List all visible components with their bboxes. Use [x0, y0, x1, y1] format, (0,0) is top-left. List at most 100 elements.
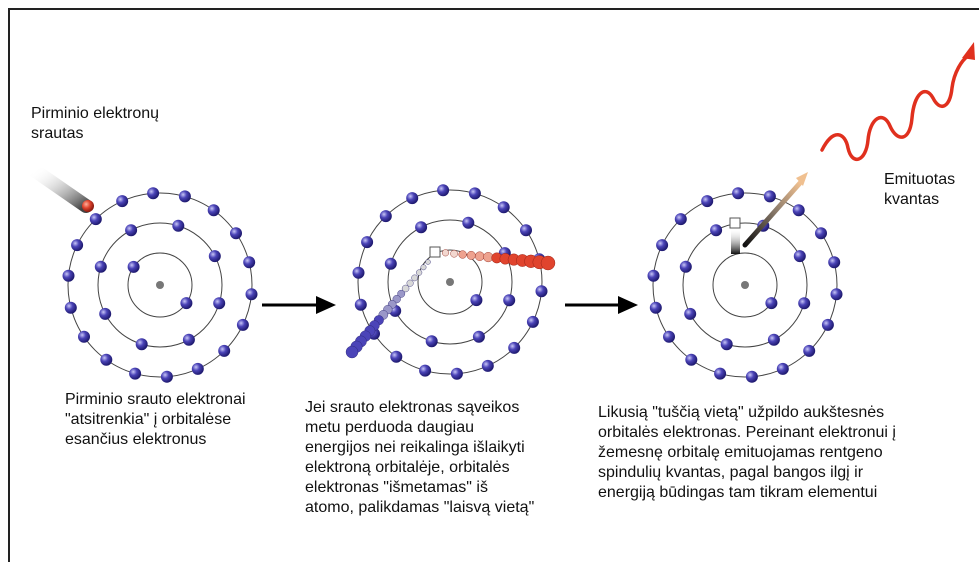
electron-dot-icon — [180, 297, 192, 309]
atom-2 — [353, 184, 548, 379]
primary-electron-trail — [442, 250, 449, 257]
electron-dot-icon — [721, 338, 733, 350]
collision-trails — [346, 247, 555, 358]
electron-dot-icon — [656, 239, 668, 251]
electron-dot-icon — [136, 338, 148, 350]
electron-dot-icon — [527, 316, 539, 328]
caption-step-1: Pirminio srauto elektronai "atsitrenkia"… — [65, 390, 290, 450]
electron-dot-icon — [208, 204, 220, 216]
electron-dot-icon — [520, 224, 532, 236]
primary-electron-trail — [541, 256, 555, 270]
wave-arrowhead — [962, 42, 975, 60]
electron-dot-icon — [192, 363, 204, 375]
electron-dot-icon — [161, 371, 173, 383]
electron-dot-icon — [482, 360, 494, 372]
electron-dot-icon — [768, 334, 780, 346]
electron-dot-icon — [355, 299, 367, 311]
electron-dot-icon — [462, 217, 474, 229]
right-arrow-icon — [262, 296, 336, 314]
electron-dot-icon — [503, 294, 515, 306]
electron-dot-icon — [701, 195, 713, 207]
electron-dot-icon — [129, 368, 141, 380]
electron-dot-icon — [63, 270, 75, 282]
electron-dot-icon — [230, 227, 242, 239]
electron-dot-icon — [237, 319, 249, 331]
electron-dot-icon — [390, 351, 402, 363]
electron-dot-icon — [361, 236, 373, 248]
electron-dot-icon — [508, 342, 520, 354]
nucleus — [156, 281, 164, 289]
nucleus — [741, 281, 749, 289]
electron-dot-icon — [213, 297, 225, 309]
electron-dot-icon — [828, 256, 840, 268]
electron-dot-icon — [426, 335, 438, 347]
right-arrow-icon — [565, 296, 638, 314]
electron-dot-icon — [99, 308, 111, 320]
emitted-quantum-label: Emituotas kvantas — [884, 170, 979, 210]
primary-electron-trail — [459, 251, 467, 259]
primary-electron-trail — [475, 252, 484, 261]
primary-electron-trail — [451, 250, 458, 257]
electron-dot-icon — [794, 250, 806, 262]
nucleus — [446, 278, 454, 286]
ejected-electron-trail — [426, 260, 431, 265]
electron-dot-icon — [451, 368, 463, 380]
caption-step-3: Likusią "tuščią vietą" užpildo aukštesnė… — [598, 403, 976, 503]
electron-dot-icon — [685, 354, 697, 366]
incoming-electron — [82, 200, 94, 212]
electron-dot-icon — [746, 371, 758, 383]
ejected-electron-trail — [407, 280, 414, 287]
electron-dot-icon — [470, 294, 482, 306]
electron-dot-icon — [243, 256, 255, 268]
electron-dot-icon — [798, 297, 810, 309]
electron-dot-icon — [675, 213, 687, 225]
electron-dot-icon — [822, 319, 834, 331]
electron-dot-icon — [648, 270, 660, 282]
electron-dot-icon — [183, 334, 195, 346]
electron-dot-icon — [710, 224, 722, 236]
vacancy-square-icon — [730, 218, 740, 228]
electron-dot-icon — [764, 190, 776, 202]
ejected-electron-trail — [421, 265, 426, 270]
electron-dot-icon — [380, 210, 392, 222]
electron-dot-icon — [100, 354, 112, 366]
electron-dot-icon — [246, 288, 258, 300]
photon-wave-icon — [822, 56, 968, 159]
ejected-electron-trail — [346, 346, 358, 358]
ejected-electron-trail — [412, 275, 418, 281]
electron-dot-icon — [128, 261, 140, 273]
electron-dot-icon — [415, 221, 427, 233]
electron-dot-icon — [385, 258, 397, 270]
electron-dot-icon — [218, 345, 230, 357]
electron-dot-icon — [469, 187, 481, 199]
electron-dot-icon — [793, 204, 805, 216]
atom-1 — [63, 187, 258, 382]
electron-dot-icon — [815, 227, 827, 239]
electron-dot-icon — [147, 187, 159, 199]
electron-dot-icon — [765, 297, 777, 309]
electron-dot-icon — [209, 250, 221, 262]
electron-dot-icon — [172, 220, 184, 232]
electron-dot-icon — [78, 331, 90, 343]
electron-dot-icon — [116, 195, 128, 207]
electron-dot-icon — [680, 261, 692, 273]
primary-electron-stream — [34, 170, 94, 212]
electron-dot-icon — [65, 302, 77, 314]
electron-dot-icon — [353, 267, 365, 279]
electron-dot-icon — [803, 345, 815, 357]
electron-dot-icon — [179, 190, 191, 202]
electron-dot-icon — [71, 239, 83, 251]
caption-step-2: Jei srauto elektronas sąveikos metu perd… — [305, 398, 595, 518]
electron-dot-icon — [125, 224, 137, 236]
atom-3 — [648, 187, 843, 382]
electron-dot-icon — [498, 201, 510, 213]
electron-dot-icon — [437, 184, 449, 196]
electron-dot-icon — [714, 368, 726, 380]
electron-dot-icon — [831, 288, 843, 300]
ejected-electron-trail — [416, 270, 422, 276]
primary-electron-trail — [467, 251, 475, 259]
electron-dot-icon — [90, 213, 102, 225]
electron-dot-icon — [473, 331, 485, 343]
primary-stream-label: Pirminio elektronų srautas — [31, 104, 221, 144]
electron-dot-icon — [732, 187, 744, 199]
